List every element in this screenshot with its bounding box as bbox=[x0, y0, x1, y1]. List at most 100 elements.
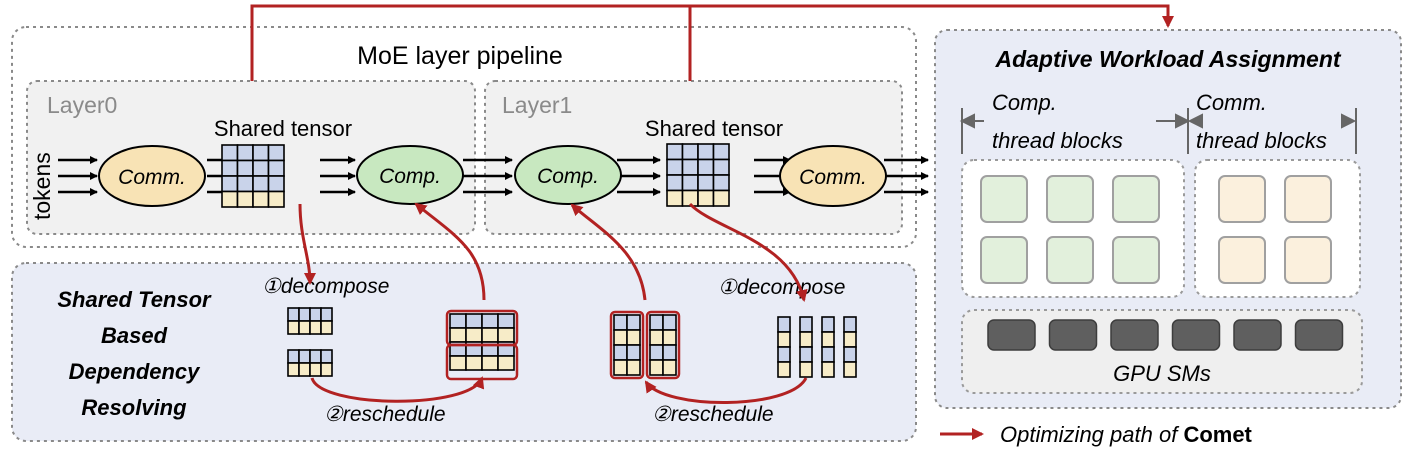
layer1-label: Layer1 bbox=[502, 92, 572, 118]
tensor-cell bbox=[681, 143, 699, 161]
tensor-cell bbox=[481, 355, 499, 371]
tensor-cell bbox=[666, 158, 684, 176]
comp-header-line1: Comp. bbox=[992, 90, 1057, 115]
gpu-sm bbox=[1110, 319, 1159, 351]
tensor-cell bbox=[626, 329, 641, 346]
gpu-sm bbox=[1233, 319, 1282, 351]
tokens-label: tokens bbox=[29, 152, 55, 220]
tensor-cell bbox=[843, 331, 857, 348]
tensor-cell bbox=[309, 362, 322, 377]
layer0-comm-node: Comm. bbox=[98, 145, 206, 207]
tensor-cell bbox=[821, 331, 835, 348]
tensor-cell bbox=[626, 359, 641, 376]
tensor-cell bbox=[649, 359, 664, 376]
comp-thread-block bbox=[1046, 175, 1094, 223]
tensor-cell bbox=[821, 361, 835, 378]
decomposed-column bbox=[799, 316, 813, 378]
tensor-cell bbox=[298, 320, 311, 335]
comp-header-line2: thread blocks bbox=[992, 128, 1123, 153]
tensor-cell bbox=[821, 346, 835, 363]
tensor-cell bbox=[777, 331, 791, 348]
tensor-cell bbox=[287, 320, 300, 335]
tensor-cell bbox=[681, 174, 699, 192]
comm-thread-block bbox=[1284, 236, 1332, 284]
resolving-title-line: Based bbox=[101, 323, 168, 348]
tensor-cell bbox=[221, 190, 239, 208]
tensor-cell bbox=[287, 349, 300, 364]
tensor-cell bbox=[465, 327, 483, 343]
tensor-cell bbox=[649, 314, 664, 331]
tensor-cell bbox=[497, 313, 515, 329]
tensor-cell bbox=[252, 144, 270, 162]
tensor-cell bbox=[298, 362, 311, 377]
tensor-cell bbox=[613, 359, 628, 376]
tensor-cell bbox=[481, 313, 499, 329]
rescheduled-tensor bbox=[649, 314, 677, 376]
comp-thread-block bbox=[1046, 236, 1094, 284]
tensor-cell bbox=[298, 349, 311, 364]
resolving-title-line: Resolving bbox=[81, 395, 187, 420]
tensor-cell bbox=[309, 307, 322, 322]
tensor-cell bbox=[252, 175, 270, 193]
tensor-grid bbox=[666, 143, 730, 207]
tensor-cell bbox=[613, 329, 628, 346]
layer1-comm-node: Comm. bbox=[779, 145, 887, 207]
tensor-cell bbox=[298, 307, 311, 322]
tensor-cell bbox=[252, 159, 270, 177]
tensor-cell bbox=[497, 327, 515, 343]
right-reschedule-arrow bbox=[644, 377, 808, 404]
tensor-cell bbox=[697, 158, 715, 176]
tensor-cell bbox=[626, 344, 641, 361]
comm-thread-block bbox=[1284, 175, 1332, 223]
tensor-cell bbox=[662, 314, 677, 331]
tensor-cell bbox=[681, 158, 699, 176]
tensor-cell bbox=[666, 143, 684, 161]
tensor-cell bbox=[481, 327, 499, 343]
tensor-cell bbox=[449, 355, 467, 371]
comm-header-line2: thread blocks bbox=[1196, 128, 1327, 153]
tensor-cell bbox=[697, 189, 715, 207]
gpu-sm bbox=[1048, 319, 1098, 351]
layer1-comp-label: Comp. bbox=[537, 165, 599, 188]
legend-brand: Comet bbox=[1183, 422, 1252, 447]
tensor-cell bbox=[252, 190, 270, 208]
decomposed-column bbox=[777, 316, 791, 378]
decomposed-column bbox=[843, 316, 857, 378]
tensor-cell bbox=[221, 144, 239, 162]
tensor-cell bbox=[613, 314, 628, 331]
tensor-cell bbox=[799, 316, 813, 333]
tensor-cell bbox=[626, 314, 641, 331]
tensor-cell bbox=[662, 344, 677, 361]
layer1-shared-tensor bbox=[666, 143, 730, 207]
layer0-comp-label: Comp. bbox=[379, 165, 441, 188]
comm-thread-blocks bbox=[1218, 175, 1332, 284]
comm-thread-block bbox=[1218, 175, 1266, 223]
optimizing-path-arrows bbox=[250, 4, 1174, 404]
tensor-cell bbox=[662, 329, 677, 346]
tensor-cell bbox=[309, 349, 322, 364]
tensor-cell bbox=[843, 361, 857, 378]
rescheduled-tensor bbox=[449, 313, 515, 371]
tensor-cell bbox=[287, 307, 300, 322]
tensor-cell bbox=[712, 189, 730, 207]
tensor-cell bbox=[267, 144, 285, 162]
comm-header-line1: Comm. bbox=[1196, 90, 1267, 115]
tensor-cell bbox=[221, 159, 239, 177]
tensor-cell bbox=[267, 190, 285, 208]
assignment-title: Adaptive Workload Assignment bbox=[994, 46, 1341, 72]
rescheduled-tensor bbox=[613, 314, 641, 376]
layer1-comp-node: Comp. bbox=[514, 145, 622, 205]
tensor-cell bbox=[697, 174, 715, 192]
layer0-tensor-label: Shared tensor bbox=[214, 116, 352, 141]
tensor-cell bbox=[449, 313, 467, 329]
tensor-cell bbox=[843, 346, 857, 363]
path-to-assignment bbox=[250, 4, 1174, 81]
tensor-cell bbox=[236, 144, 254, 162]
decomposed-piece bbox=[287, 307, 333, 335]
gpu-sm bbox=[1171, 319, 1221, 351]
left-comp-return-arrow bbox=[414, 202, 486, 301]
tensor-cell bbox=[320, 307, 333, 322]
gpu-sm-units bbox=[987, 319, 1344, 351]
resolving-title-line: Dependency bbox=[69, 359, 202, 384]
tensor-cell bbox=[497, 355, 515, 371]
